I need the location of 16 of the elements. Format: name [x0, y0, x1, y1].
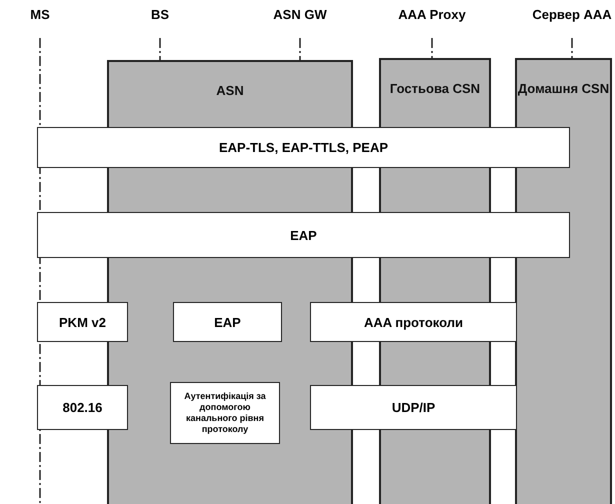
protocol-box: UDP/IP — [310, 385, 517, 430]
protocol-box: EAP-TLS, EAP-TTLS, PEAP — [37, 127, 570, 168]
entity-label: ASN GW — [273, 7, 327, 22]
protocol-box: Аутентифікація за допомогою канального рівня протоколу — [170, 382, 280, 444]
entity-label: Сервер AAA — [532, 7, 612, 22]
protocol-box: PKM v2 — [37, 302, 128, 342]
protocol-box: EAP — [37, 212, 570, 258]
entity-label: AAA Proxy — [398, 7, 466, 22]
protocol-box: AAA протоколи — [310, 302, 517, 342]
entity-label: BS — [150, 7, 170, 22]
band-label: Домашня CSN — [517, 82, 610, 97]
band-label: Гостьова CSN — [388, 82, 482, 97]
band-label: ASN — [215, 84, 245, 99]
entity-label: MS — [30, 7, 50, 22]
protocol-box: EAP — [173, 302, 282, 342]
protocol-box: 802.16 — [37, 385, 128, 430]
